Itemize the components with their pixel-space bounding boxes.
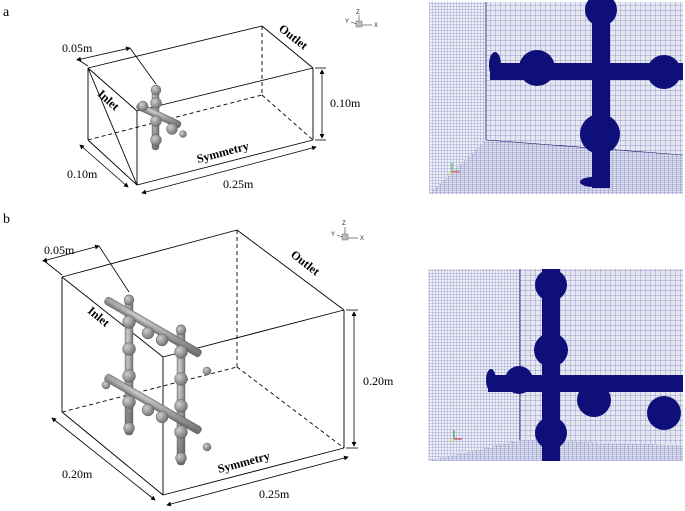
panel-b-length-label: 0.25m	[259, 487, 290, 501]
panel-b: b	[3, 212, 683, 507]
panel-a-axis-triad: Z X Y	[345, 10, 378, 29]
panel-b-tube-model	[101, 294, 212, 466]
panel-a-dimensions	[76, 46, 326, 195]
panel-b-depth-label: 0.20m	[62, 467, 93, 481]
panel-a-depth-label: 0.10m	[67, 167, 98, 181]
svg-text:Y: Y	[345, 19, 349, 25]
panel-b-axis-triad: Z X Y	[331, 221, 364, 242]
svg-text:Y: Y	[331, 232, 335, 238]
svg-text:Z: Z	[342, 221, 346, 227]
panel-a-mesh-render	[429, 0, 684, 194]
panel-b-width-label: 0.05m	[44, 243, 75, 257]
panel-a-height-label: 0.10m	[330, 96, 361, 110]
panel-b-symmetry-label: Symmetry	[216, 449, 271, 476]
svg-text:Z: Z	[356, 10, 360, 16]
panel-b-outlet-label: Outlet	[288, 247, 322, 278]
panel-b-letter: b	[3, 212, 10, 227]
panel-b-mesh-render	[428, 269, 683, 461]
panel-a-width-label: 0.05m	[62, 41, 93, 55]
panel-a-outlet-label: Outlet	[276, 21, 310, 52]
panel-a-symmetry-label: Symmetry	[195, 139, 250, 166]
panel-a: a	[3, 0, 684, 195]
panel-a-letter: a	[3, 5, 10, 20]
svg-text:X: X	[374, 23, 378, 29]
panel-a-inlet-label: Inlet	[95, 87, 122, 113]
panel-b-domain-box	[61, 229, 345, 496]
panel-b-height-label: 0.20m	[363, 374, 394, 388]
panel-b-inlet-label: Inlet	[85, 304, 112, 330]
panel-b-dimensions	[42, 244, 358, 507]
panel-a-length-label: 0.25m	[223, 177, 254, 191]
svg-text:X: X	[360, 236, 364, 242]
panel-a-tube-model	[136, 84, 187, 151]
